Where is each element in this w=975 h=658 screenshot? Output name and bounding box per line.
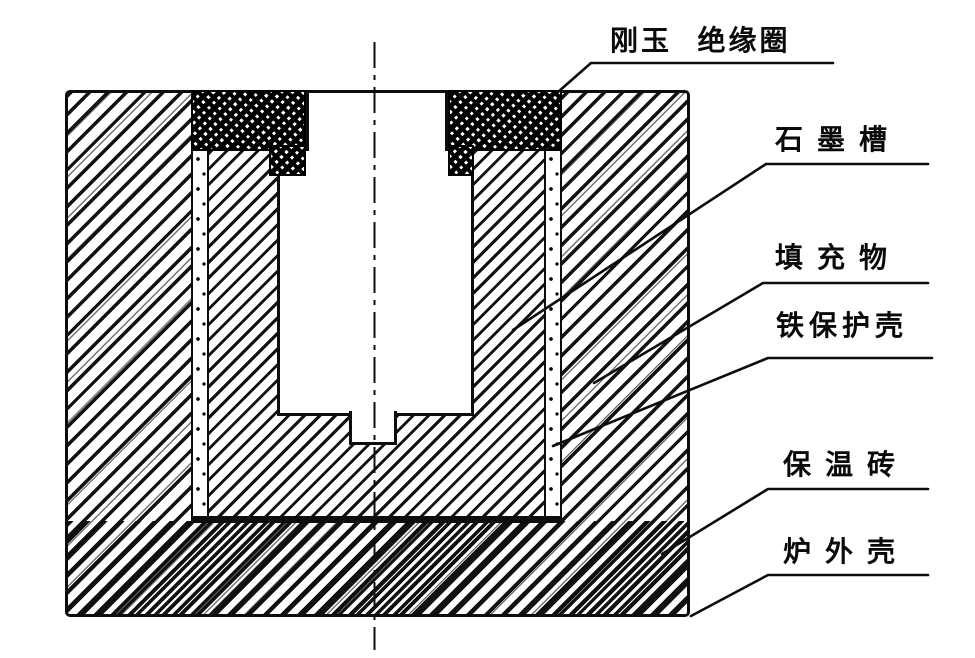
label-furnace-outer-shell: 炉外壳 bbox=[783, 535, 910, 568]
label-insulating-brick: 保温砖 bbox=[783, 448, 910, 481]
crucible-bottom-notch bbox=[349, 411, 397, 445]
iron-shell-strip-left bbox=[191, 151, 209, 521]
label-filler: 填充物 bbox=[775, 241, 902, 274]
leader-furnace-outer-shell bbox=[689, 573, 930, 618]
crucible-bore-cavity bbox=[277, 151, 474, 416]
corundum-ring-left-lip bbox=[269, 145, 306, 176]
leader-corundum-ring bbox=[556, 61, 835, 94]
crucible-mouth-opening bbox=[306, 93, 448, 151]
corundum-ring-left bbox=[191, 90, 306, 151]
label-corundum-ring: 刚玉 绝缘圈 bbox=[610, 24, 791, 57]
insulating-brick-region bbox=[68, 521, 687, 614]
iron-shell-strip-right bbox=[544, 151, 562, 521]
corundum-ring-right-lip bbox=[448, 145, 474, 176]
iron-shell-bottom-plate bbox=[191, 516, 562, 523]
label-graphite-crucible: 石墨槽 bbox=[775, 123, 902, 156]
label-iron-shell: 铁保护壳 bbox=[776, 309, 909, 342]
corundum-ring-right bbox=[448, 90, 562, 151]
